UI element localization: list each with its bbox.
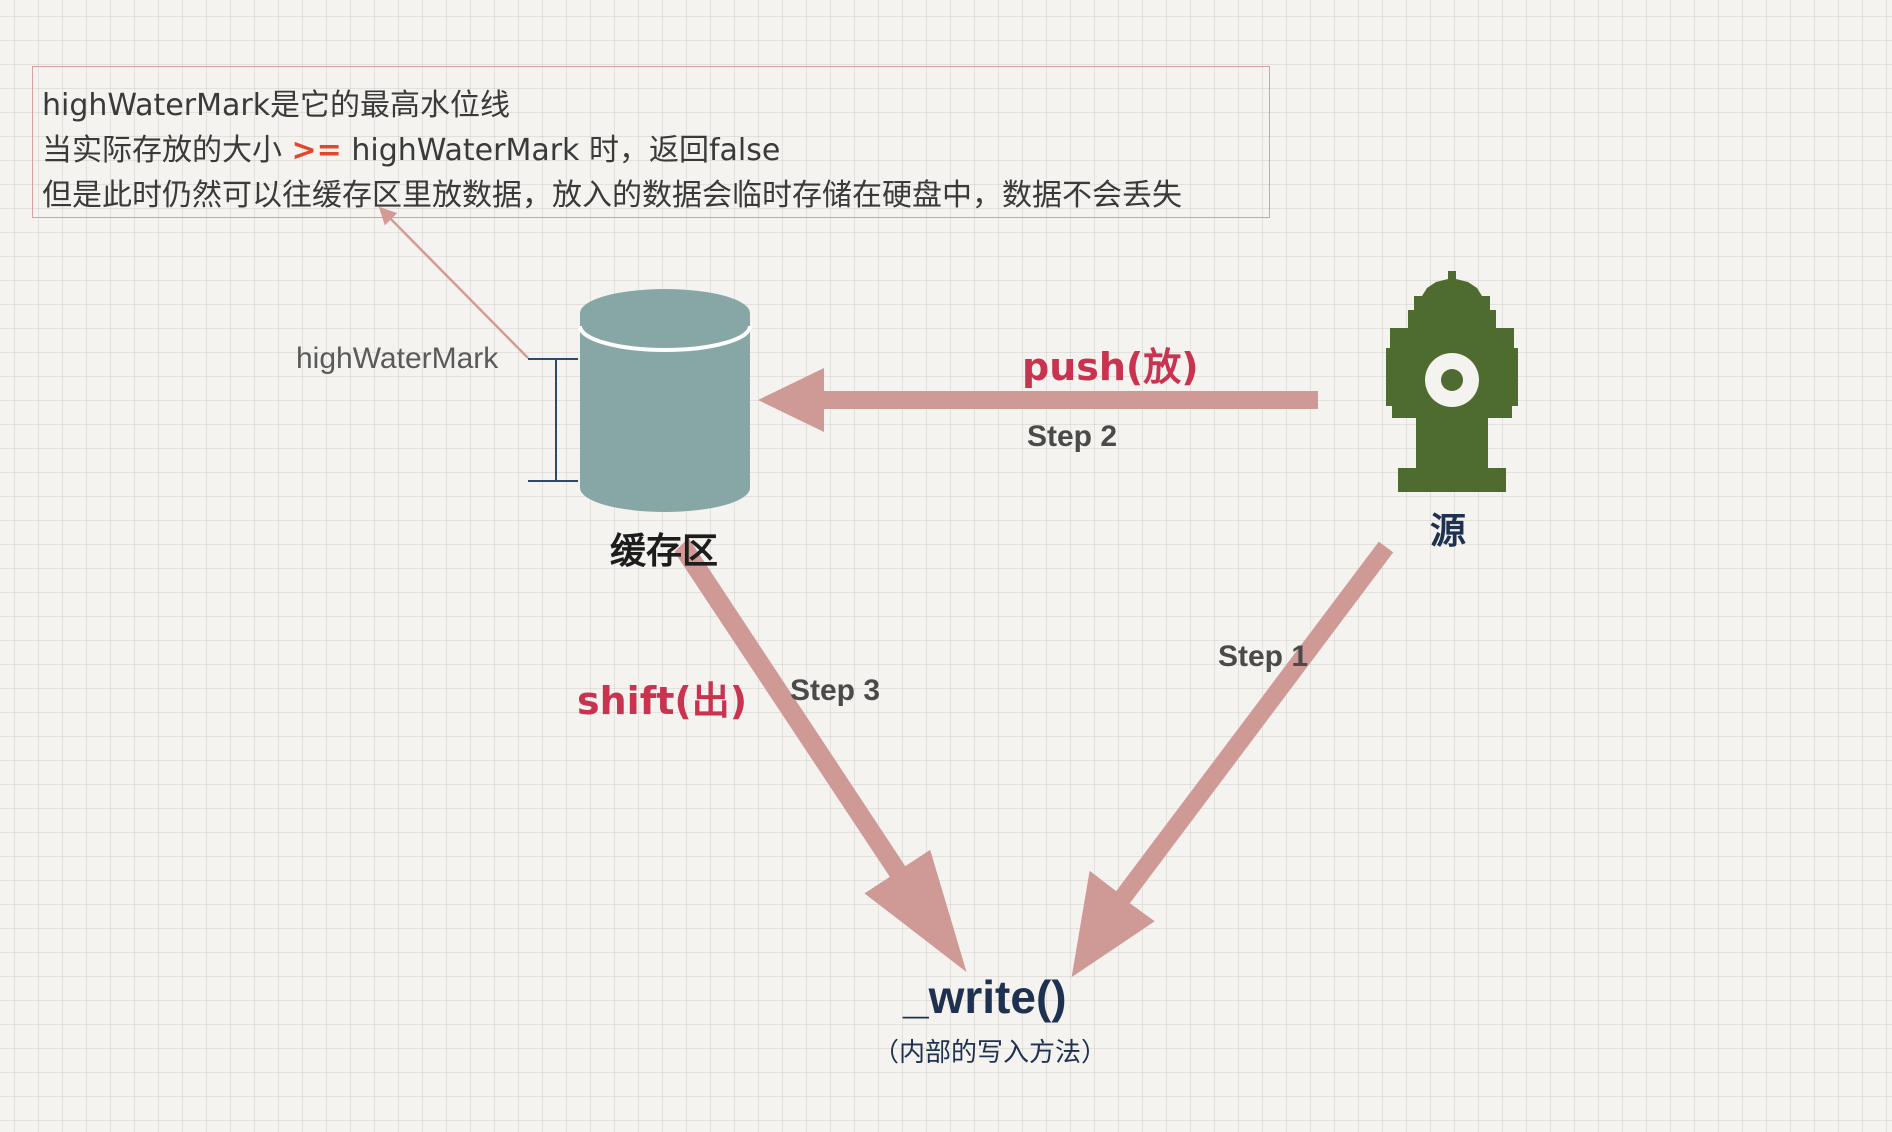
shift-label: shift(出) (577, 679, 748, 723)
push-label: push(放) (1022, 345, 1199, 389)
step-2-label: Step 2 (1027, 420, 1118, 453)
note-line-2-start: 当实际存放的大小 (42, 133, 292, 168)
note-line-2-end: highWaterMark 时，返回false (341, 133, 781, 168)
buffer-label: 缓存区 (610, 531, 719, 572)
write-method-label: _write() (903, 971, 1067, 1023)
write-method-description: （内部的写入方法） (873, 1038, 1108, 1068)
high-water-mark-label: highWaterMark (296, 342, 499, 375)
note-line-1: highWaterMark是它的最高水位线 (42, 88, 511, 123)
push-arrow (758, 368, 1318, 432)
annotation-box (32, 66, 1270, 218)
note-operator: >= (291, 133, 342, 168)
step1-arrow (1071, 541, 1394, 978)
note-line-2: 当实际存放的大小 >= highWaterMark 时，返回false (42, 125, 780, 169)
shift-arrow (674, 537, 967, 973)
fire-hydrant-icon (1386, 271, 1518, 492)
step-1-label: Step 1 (1218, 640, 1309, 673)
high-water-mark-bracket (528, 358, 578, 482)
source-label: 源 (1430, 511, 1467, 552)
annotation-connector (378, 206, 529, 359)
buffer-cylinder-icon (578, 289, 752, 512)
note-line-3: 但是此时仍然可以往缓存区里放数据，放入的数据会临时存储在硬盘中，数据不会丢失 (42, 178, 1182, 213)
step-3-label: Step 3 (790, 674, 881, 707)
